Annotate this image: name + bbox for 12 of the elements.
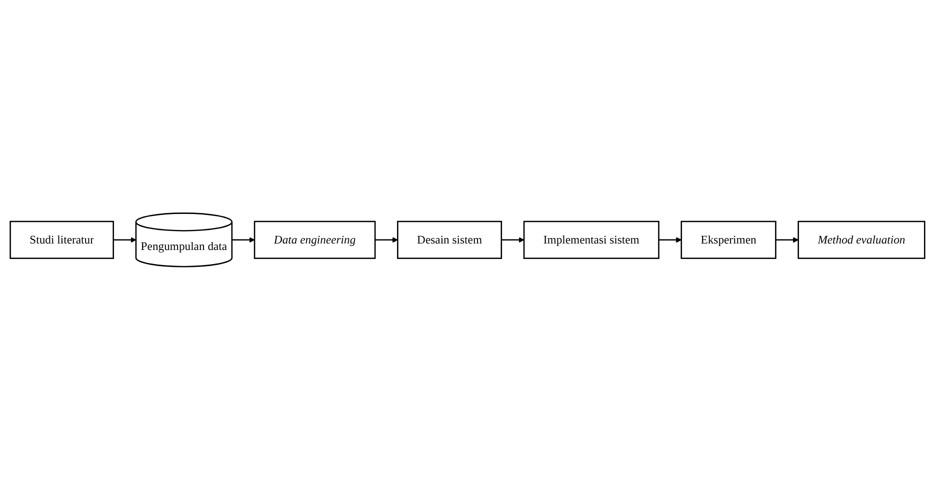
node-box: Data engineering	[254, 220, 376, 259]
arrow	[375, 236, 398, 242]
node-box: Implementasi sistem	[523, 220, 660, 259]
arrow	[658, 236, 682, 242]
node-box: Studi literatur	[10, 220, 114, 259]
node-box: Desain sistem	[397, 220, 502, 259]
arrow	[232, 236, 255, 242]
arrow	[501, 236, 524, 242]
arrow	[113, 236, 136, 242]
node-box: Method evaluation	[798, 220, 926, 259]
node-box: Eksperimen	[680, 220, 776, 259]
arrow	[776, 236, 799, 242]
